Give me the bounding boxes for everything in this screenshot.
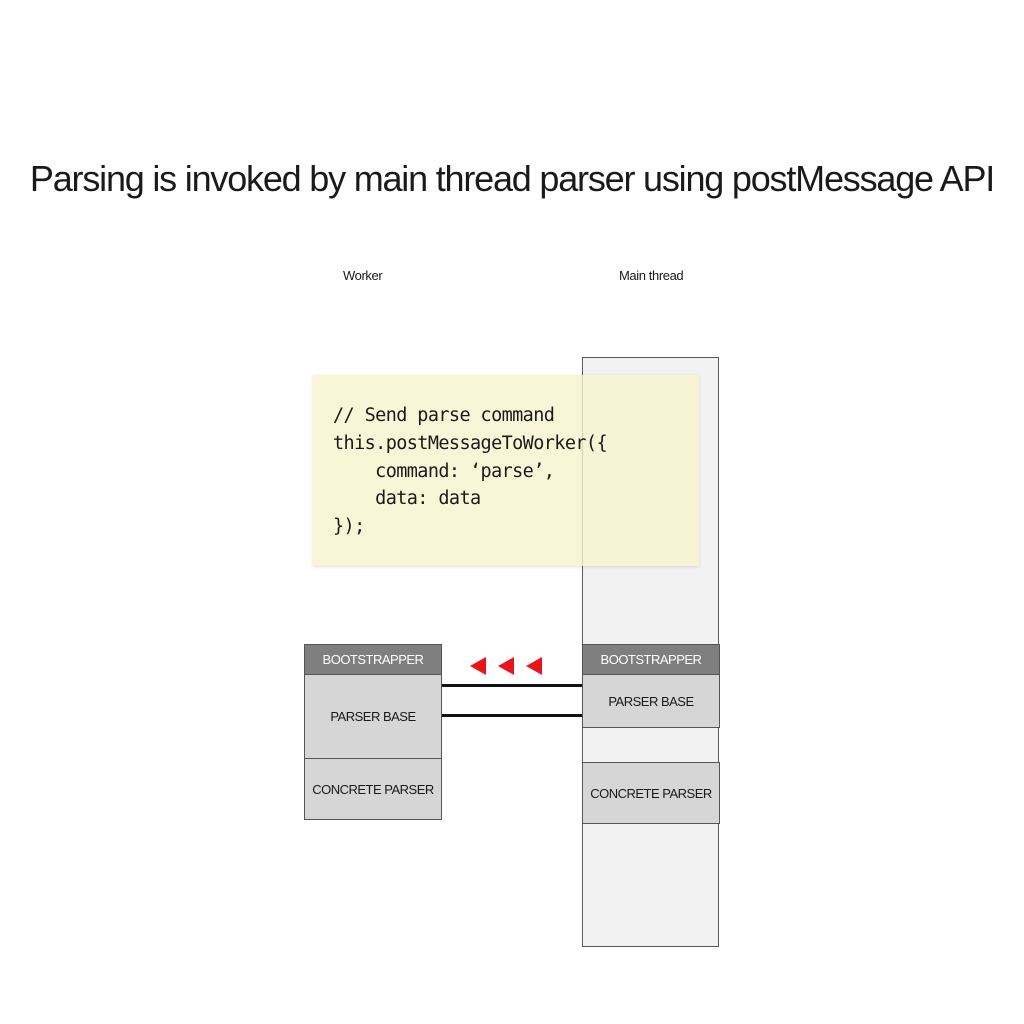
connector-line-lower [442, 714, 582, 717]
worker-bootstrapper-block: BOOTSTRAPPER [304, 644, 442, 675]
code-line: // Send parse command [333, 405, 555, 426]
main-bootstrapper-label: BOOTSTRAPPER [600, 652, 702, 667]
main-concrete-parser-block: CONCRETE PARSER [582, 762, 720, 824]
main-parser-base-label: PARSER BASE [608, 693, 694, 709]
arrow-left-icon [526, 657, 542, 675]
code-snippet-box: // Send parse command this.postMessageTo… [313, 375, 699, 566]
code-line: this.postMessageToWorker({ [333, 433, 608, 454]
main-thread-column-label: Main thread [619, 268, 684, 283]
worker-bootstrapper-label: BOOTSTRAPPER [322, 652, 424, 667]
worker-column-label: Worker [343, 268, 383, 283]
code-line: }); [333, 516, 365, 537]
code-line: command: ‘parse’, [333, 461, 555, 482]
arrow-left-icon [498, 657, 514, 675]
arrow-left-icon [470, 657, 486, 675]
main-parser-base-block: PARSER BASE [582, 674, 720, 728]
main-concrete-parser-label: CONCRETE PARSER [590, 785, 712, 801]
code-line: data: data [333, 488, 481, 509]
page-title: Parsing is invoked by main thread parser… [29, 158, 995, 199]
worker-concrete-parser-block: CONCRETE PARSER [304, 758, 442, 820]
message-direction-arrows [470, 657, 542, 675]
worker-parser-base-block: PARSER BASE [304, 674, 442, 759]
main-bootstrapper-block: BOOTSTRAPPER [582, 644, 720, 675]
worker-parser-base-label: PARSER BASE [330, 709, 416, 724]
worker-concrete-parser-label: CONCRETE PARSER [312, 781, 434, 797]
connector-line-upper [442, 684, 582, 687]
